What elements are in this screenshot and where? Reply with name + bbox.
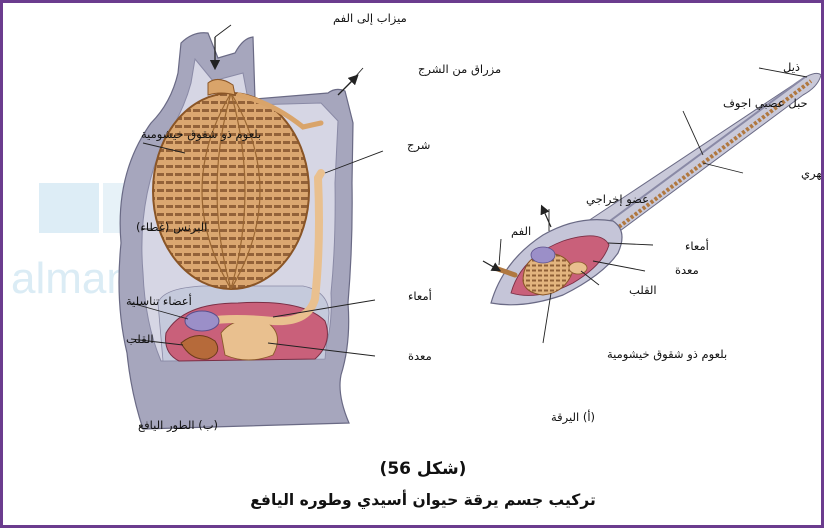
label-larva-heart: القلب (629, 283, 657, 297)
adult-rectum (318, 173, 321, 178)
diagram-canvas: almanahj (3, 3, 821, 525)
watermark-block-1 (39, 183, 99, 233)
adult-ascidian: ميزاب إلى الفم مزراق من الشرج بلعوم ذو ش… (119, 11, 501, 433)
label-adult-anus: شرج (407, 138, 430, 153)
label-adult-incurrent-siphon: ميزاب إلى الفم (333, 11, 407, 26)
label-adult-stomach: معدة (408, 349, 432, 363)
title-adult: (ب) الطور اليافع (138, 418, 218, 433)
label-adult-intestine: أمعاء (408, 288, 432, 303)
label-adult-tunic: البرنس (غطاء) (136, 220, 207, 235)
label-larva-stomach: معدة (675, 263, 699, 277)
figure-number: (شكل 56) (380, 459, 467, 479)
label-larva-tail: ذيل (783, 60, 800, 74)
label-larva-pharynx: بلعوم ذو شقوق خيشومية (607, 347, 727, 362)
title-larva: (أ) اليرقة (551, 409, 595, 425)
label-adult-excurrent-siphon: مزراق من الشرج (418, 62, 501, 77)
label-larva-excretory-organ: عضو إخراجي (586, 192, 649, 207)
label-larva-nerve-cord: حبل عصبي اجوف (723, 96, 808, 111)
label-adult-gonads: أعضاء تناسلية (126, 293, 192, 308)
larva-inflow-arrow (483, 261, 497, 269)
label-adult-pharynx: بلعوم ذو شقوق خيشومية (141, 127, 261, 142)
adult-gonad (185, 311, 219, 331)
figure-caption: تركيب جسم يرقة حيوان أسيدي وطوره اليافع (250, 490, 596, 510)
adult-pharynx (153, 93, 309, 289)
larva-excretory-organ (531, 247, 555, 263)
larva-heart (569, 262, 587, 274)
adult-stomach (221, 320, 278, 361)
label-adult-heart: القلب (126, 332, 154, 346)
larva: ذيل حبل عصبي اجوف حبل ظهري عضو إخراجي ال… (483, 60, 821, 425)
larva-outflow-arrow (543, 209, 551, 227)
label-larva-notochord: حبل ظهري (801, 166, 821, 181)
label-larva-intestine: أمعاء (685, 238, 709, 253)
label-larva-mouth: الفم (511, 224, 531, 238)
